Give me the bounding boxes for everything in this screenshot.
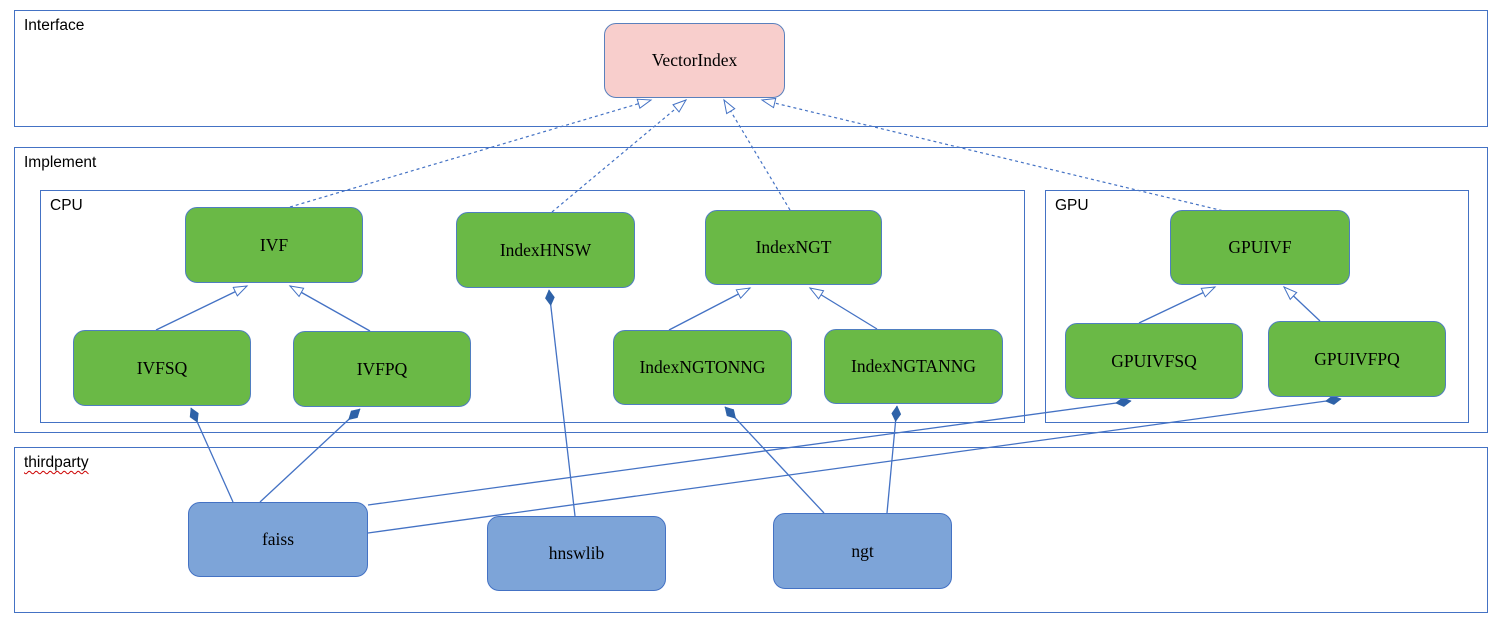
node-indexhnsw-label: IndexHNSW	[499, 239, 592, 260]
node-gpuivfsq: GPUIVFSQ	[1065, 323, 1243, 399]
node-gpuivfpq-label: GPUIVFPQ	[1314, 348, 1400, 369]
node-indexngtonng-label: IndexNGTONNG	[639, 357, 766, 377]
node-ivfpq: IVFPQ	[293, 331, 471, 407]
node-faiss-label: faiss	[261, 529, 295, 549]
container-thirdparty-label: thirdparty	[24, 454, 89, 471]
node-ivfpq-label: IVFPQ	[356, 358, 408, 379]
node-indexngtanng-label: IndexNGTANNG	[851, 356, 976, 376]
container-interface-label: Interface	[24, 17, 85, 34]
node-indexngtanng: IndexNGTANNG	[824, 329, 1003, 404]
node-indexngt: IndexNGT	[705, 210, 882, 285]
node-hnswlib: hnswlib	[487, 516, 666, 591]
node-ngt: ngt	[773, 513, 952, 589]
node-ivfsq: IVFSQ	[73, 330, 251, 406]
node-gpuivf: GPUIVF	[1170, 210, 1350, 285]
node-gpuivfsq-label: GPUIVFSQ	[1111, 350, 1197, 371]
node-indexhnsw: IndexHNSW	[456, 212, 635, 288]
node-ngt-label: ngt	[851, 540, 874, 561]
node-hnswlib-label: hnswlib	[548, 543, 605, 563]
node-ivfsq-label: IVFSQ	[136, 357, 188, 378]
container-implement-label: Implement	[24, 154, 97, 171]
node-ivf-label: IVF	[259, 234, 289, 255]
node-gpuivf-label: GPUIVF	[1228, 237, 1292, 257]
node-gpuivfpq: GPUIVFPQ	[1268, 321, 1446, 397]
node-vectorindex-label: VectorIndex	[651, 50, 738, 70]
node-ivf: IVF	[185, 207, 363, 283]
node-vectorindex: VectorIndex	[604, 23, 785, 98]
node-indexngtonng: IndexNGTONNG	[613, 330, 792, 405]
node-faiss: faiss	[188, 502, 368, 577]
container-gpu-label: GPU	[1055, 197, 1089, 214]
container-cpu-label: CPU	[50, 197, 83, 214]
node-indexngt-label: IndexNGT	[755, 237, 832, 257]
